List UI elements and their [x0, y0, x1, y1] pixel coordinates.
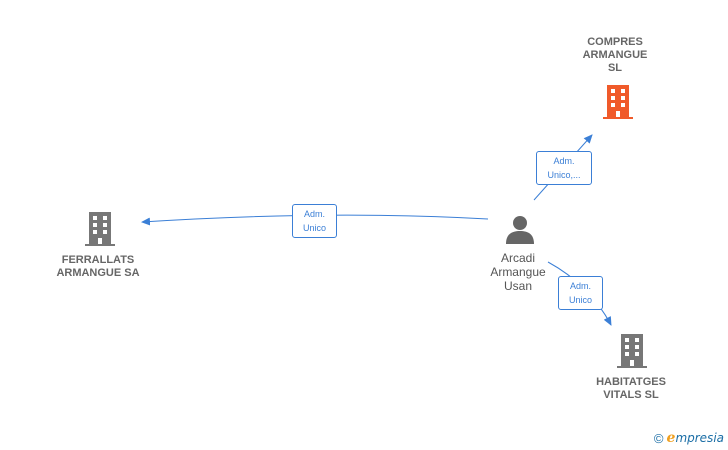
edge-label-to-compres[interactable]: Adm. Unico,... [536, 151, 592, 185]
person-icon[interactable] [505, 214, 535, 244]
building-icon[interactable] [85, 212, 115, 246]
edge-label-to-habitatges[interactable]: Adm. Unico [558, 276, 603, 310]
building-icon[interactable] [617, 334, 647, 368]
footer-brand: © empresia [654, 430, 724, 446]
building-icon[interactable] [603, 85, 633, 119]
node-label-ferrallats[interactable]: FERRALLATS ARMANGUE SA [56, 254, 140, 279]
node-label-habitatges[interactable]: HABITATGES VITALS SL [596, 376, 666, 401]
node-label-person[interactable]: Arcadi Armangue Usan [490, 251, 546, 293]
edge-label-to-ferrallats[interactable]: Adm. Unico [292, 204, 337, 238]
empresia-logo[interactable]: empresia [666, 430, 724, 446]
copyright-symbol: © [653, 430, 664, 446]
node-label-compres[interactable]: COMPRES ARMANGUE SL [582, 36, 648, 74]
